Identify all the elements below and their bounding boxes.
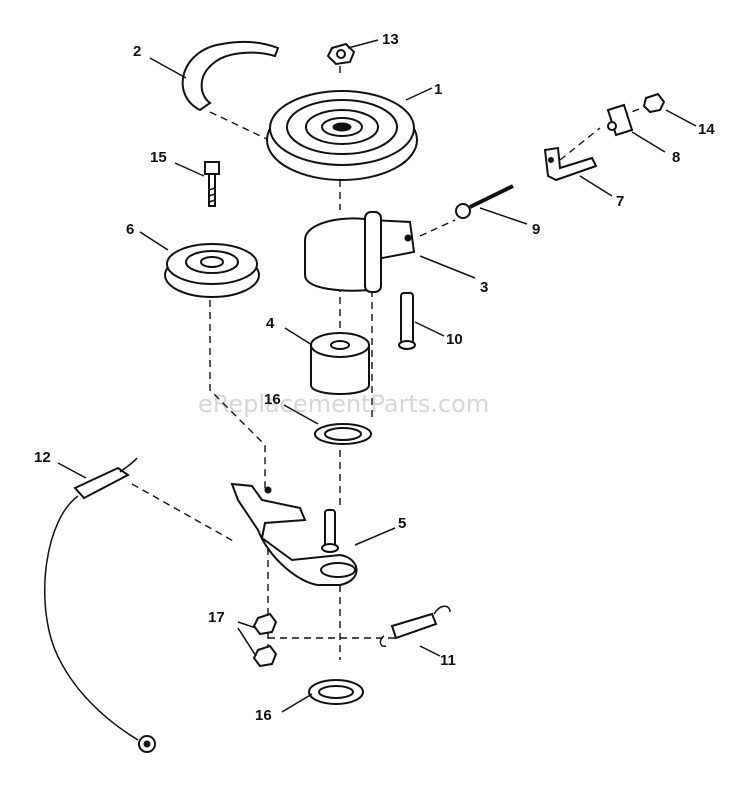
callout-15: 15	[150, 149, 167, 166]
idler-bracket-part	[304, 211, 416, 293]
callout-1: 1	[434, 81, 442, 98]
pin-10-part	[398, 292, 416, 350]
callout-6: 6	[126, 221, 134, 238]
callout-4: 4	[266, 315, 275, 332]
callout-8: 8	[672, 149, 680, 166]
spacer-part	[310, 332, 370, 395]
nuts-17-part	[252, 612, 278, 668]
callout-5: 5	[398, 515, 406, 532]
bolt-15-part	[204, 161, 220, 207]
callout-leaders	[57, 39, 697, 713]
snap-ring-lower-part	[308, 679, 364, 705]
snap-ring-upper-part	[314, 423, 372, 445]
callout-7: 7	[616, 193, 624, 210]
callout-17: 17	[208, 609, 225, 626]
belt-keeper-part	[181, 40, 280, 112]
callout-12: 12	[34, 449, 51, 466]
callout-10: 10	[446, 331, 463, 348]
callout-labels: 1 2 3 4 5 6 7 8 9 10 11 12 13 14 15 16 1…	[34, 31, 715, 724]
cable-spring-part	[43, 457, 156, 753]
clip-nut-part	[606, 103, 634, 137]
callout-11: 11	[440, 652, 456, 669]
nut-14-part	[642, 92, 666, 114]
idler-pulley-part	[164, 243, 260, 298]
callout-16-upper: 16	[264, 391, 281, 408]
spring-11-part	[379, 605, 451, 648]
adjust-bracket-part	[543, 146, 598, 182]
large-pulley-part	[266, 90, 418, 181]
idler-arm-part	[230, 482, 358, 586]
eye-bolt-part	[455, 184, 514, 219]
callout-14: 14	[698, 121, 715, 138]
callout-16-lower: 16	[255, 707, 272, 724]
callout-3: 3	[480, 279, 488, 296]
nut-13-part	[326, 42, 356, 66]
callout-13: 13	[382, 31, 399, 48]
callout-9: 9	[532, 221, 540, 238]
callout-2: 2	[133, 43, 141, 60]
